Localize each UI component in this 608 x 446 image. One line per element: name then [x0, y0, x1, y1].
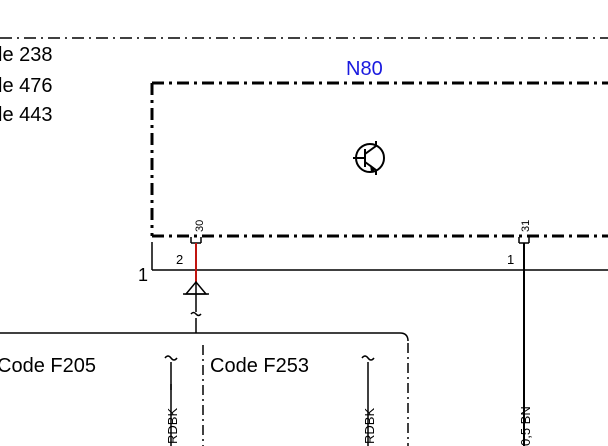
transistor-icon [353, 141, 385, 175]
terminal-30-marker [190, 237, 202, 244]
variant-2-wire [361, 355, 375, 446]
page-ref-1[interactable]: le 238 [0, 44, 53, 66]
ground-wire-label[interactable]: 0,5 BN [518, 406, 533, 446]
page-ref-2[interactable]: le 476 [0, 75, 53, 97]
variant-1-wire [164, 355, 178, 446]
variant-2-code[interactable]: Code F253 [210, 355, 309, 377]
terminal-31-label[interactable]: 31 [520, 220, 532, 232]
terminal-31-marker [518, 237, 530, 244]
connector-label[interactable]: 1 [138, 265, 148, 285]
component-box [150, 81, 608, 238]
variant-1-wire-label[interactable]: RDBK [165, 408, 180, 444]
variant-2-wire-label[interactable]: RDBK [362, 408, 377, 444]
splice-icon [183, 280, 209, 317]
variant-branch [0, 318, 409, 342]
connector-pin-2-label[interactable]: 2 [176, 252, 183, 267]
variant-1-code[interactable]: Code F205 [0, 355, 96, 377]
page-ref-3[interactable]: le 443 [0, 104, 53, 126]
connector-outline [151, 242, 608, 271]
terminal-30-label[interactable]: 30 [194, 220, 206, 232]
component-label[interactable]: N80 [346, 58, 383, 80]
connector-pin-1-label[interactable]: 1 [507, 252, 514, 267]
